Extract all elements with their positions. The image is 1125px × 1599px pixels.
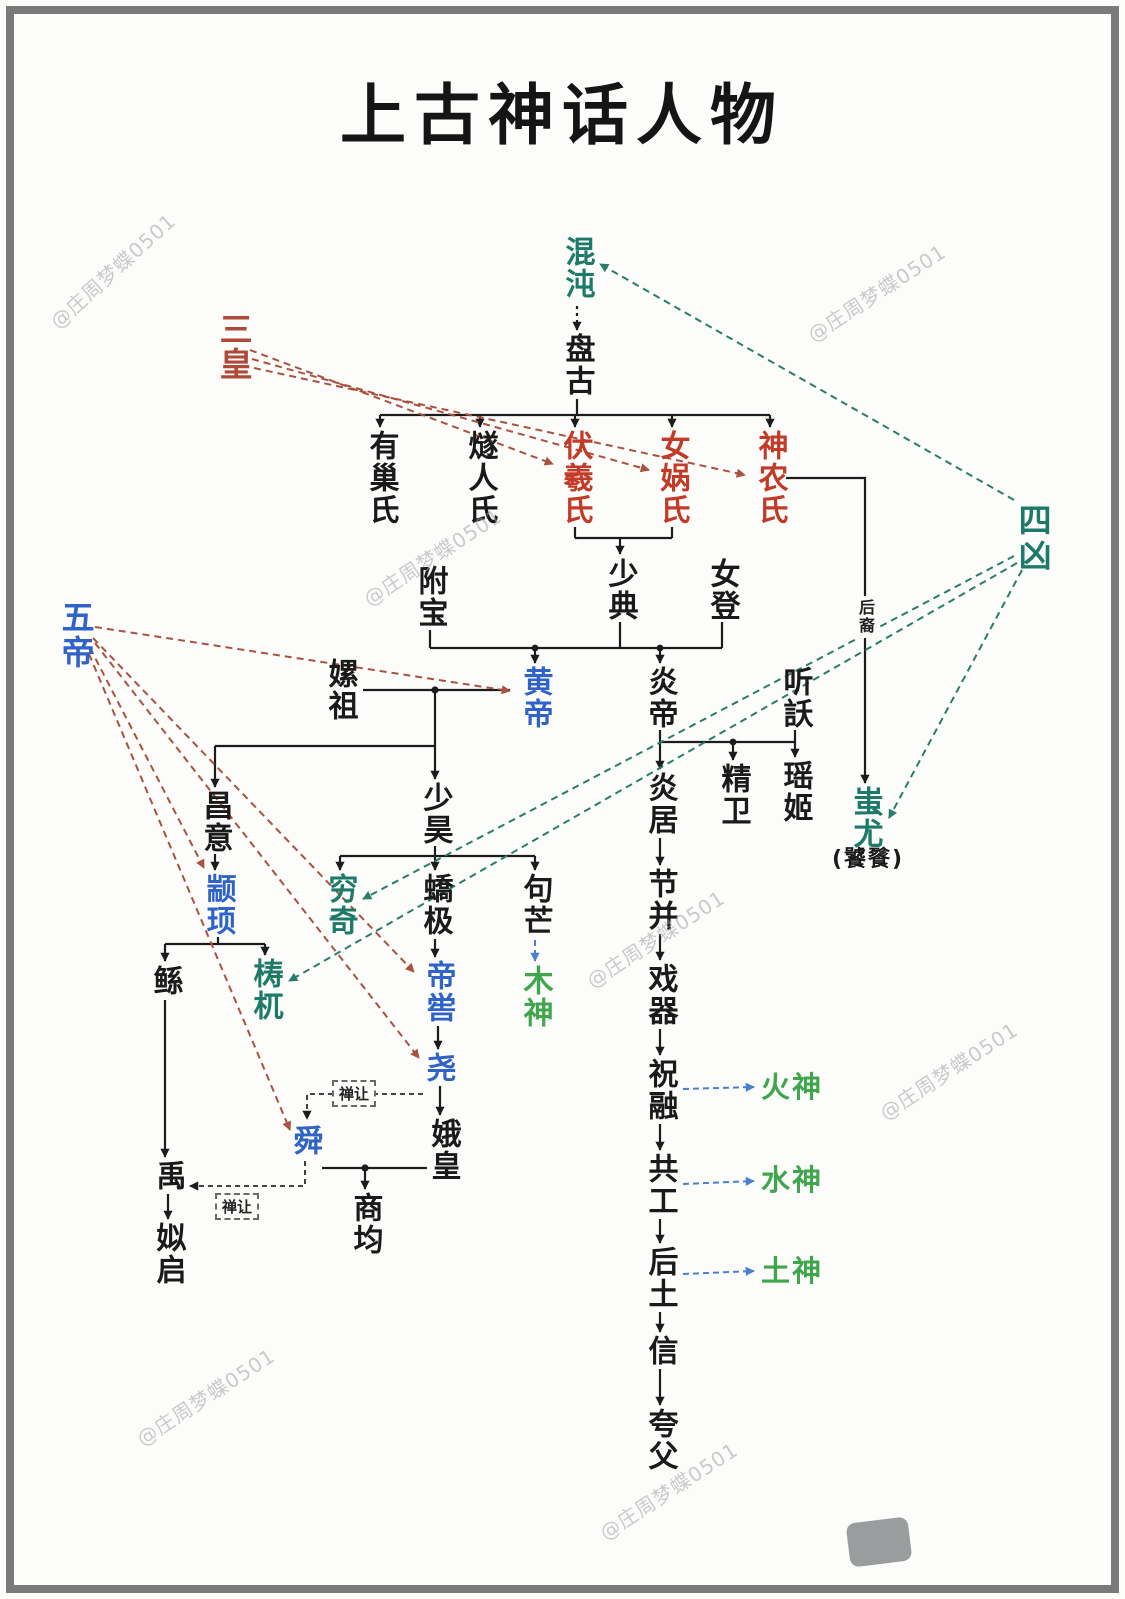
node-sanhuang: 三皇 xyxy=(214,312,254,382)
node-jingwei: 精卫 xyxy=(715,763,751,827)
node-huoshen: 火神 xyxy=(760,1070,824,1104)
abdication-dashed-paths xyxy=(189,1093,423,1191)
node-jiebing: 节并 xyxy=(642,868,678,932)
node-xin: 信 xyxy=(642,1335,678,1367)
node-goumang: 句芒 xyxy=(517,873,553,937)
node-changyi: 昌意 xyxy=(197,790,233,854)
node-tingyao: 听訞 xyxy=(777,666,813,730)
node-shaodian: 少典 xyxy=(602,558,638,622)
god-dashed-arrows xyxy=(530,940,755,1276)
node-taowu: 梼杌 xyxy=(247,958,283,1022)
node-ehuang: 娥皇 xyxy=(425,1118,461,1182)
page-title: 上古神话人物 xyxy=(340,76,784,154)
node-youchaoshi: 有巢氏 xyxy=(363,430,399,526)
node-shuishen: 水神 xyxy=(760,1163,824,1197)
node-shennongshi: 神农氏 xyxy=(752,430,788,526)
edge-label-houyi: 后裔 xyxy=(853,596,877,638)
node-fuxishi: 伏羲氏 xyxy=(557,430,593,526)
node-pangu: 盘古 xyxy=(559,333,595,397)
node-mushen: 木神 xyxy=(517,965,553,1029)
node-yandi: 炎帝 xyxy=(642,666,678,730)
node-zhuanxu: 颛顼 xyxy=(200,873,236,937)
node-chiyou: 蚩尤 xyxy=(847,786,883,850)
junction-dots xyxy=(361,644,737,1172)
edge-label-shanrang2: 禅让 xyxy=(214,1193,260,1220)
node-suirenshi: 燧人氏 xyxy=(462,430,498,526)
node-huangdi: 黄帝 xyxy=(517,666,553,730)
sanhuang-wudi-dashed-arrows xyxy=(88,349,746,1131)
node-kuafu: 夸父 xyxy=(642,1408,678,1472)
node-siqi: 姒启 xyxy=(150,1222,186,1286)
node-nuwashi: 女娲氏 xyxy=(654,430,690,526)
edge-label-shanrang1: 禅让 xyxy=(331,1080,377,1107)
node-jiaoji: 蟜极 xyxy=(417,873,453,937)
node-wudi: 五帝 xyxy=(56,600,96,670)
sixiong-dashed-arrows xyxy=(288,263,1023,982)
node-sixiong: 四凶 xyxy=(1013,503,1053,573)
node-hundun: 混沌 xyxy=(559,236,595,300)
node-shun: 舜 xyxy=(287,1125,323,1157)
node-fubao: 附宝 xyxy=(412,565,448,629)
node-yao: 尧 xyxy=(420,1052,456,1084)
node-yu: 禹 xyxy=(150,1160,186,1192)
node-shangjun: 商均 xyxy=(347,1192,383,1256)
gray-smudge xyxy=(845,1516,913,1568)
node-tushen: 土神 xyxy=(760,1254,824,1288)
node-diku: 帝喾 xyxy=(420,960,456,1024)
node-gun: 鲧 xyxy=(147,965,183,997)
node-xiqi: 戏器 xyxy=(642,963,678,1027)
node-qiongqi: 穷奇 xyxy=(322,873,358,937)
node-houtu: 后土 xyxy=(642,1246,678,1310)
node-shaohao: 少昊 xyxy=(417,782,453,846)
node-yaoji: 瑶姬 xyxy=(777,760,813,824)
node-zhurong: 祝融 xyxy=(642,1058,678,1122)
node-nudeng: 女登 xyxy=(704,558,740,622)
node-taotie: (饕餮) xyxy=(831,847,905,872)
node-gonggong: 共工 xyxy=(642,1153,678,1217)
node-leizu: 嫘祖 xyxy=(322,658,358,722)
node-yanju: 炎居 xyxy=(642,772,678,836)
